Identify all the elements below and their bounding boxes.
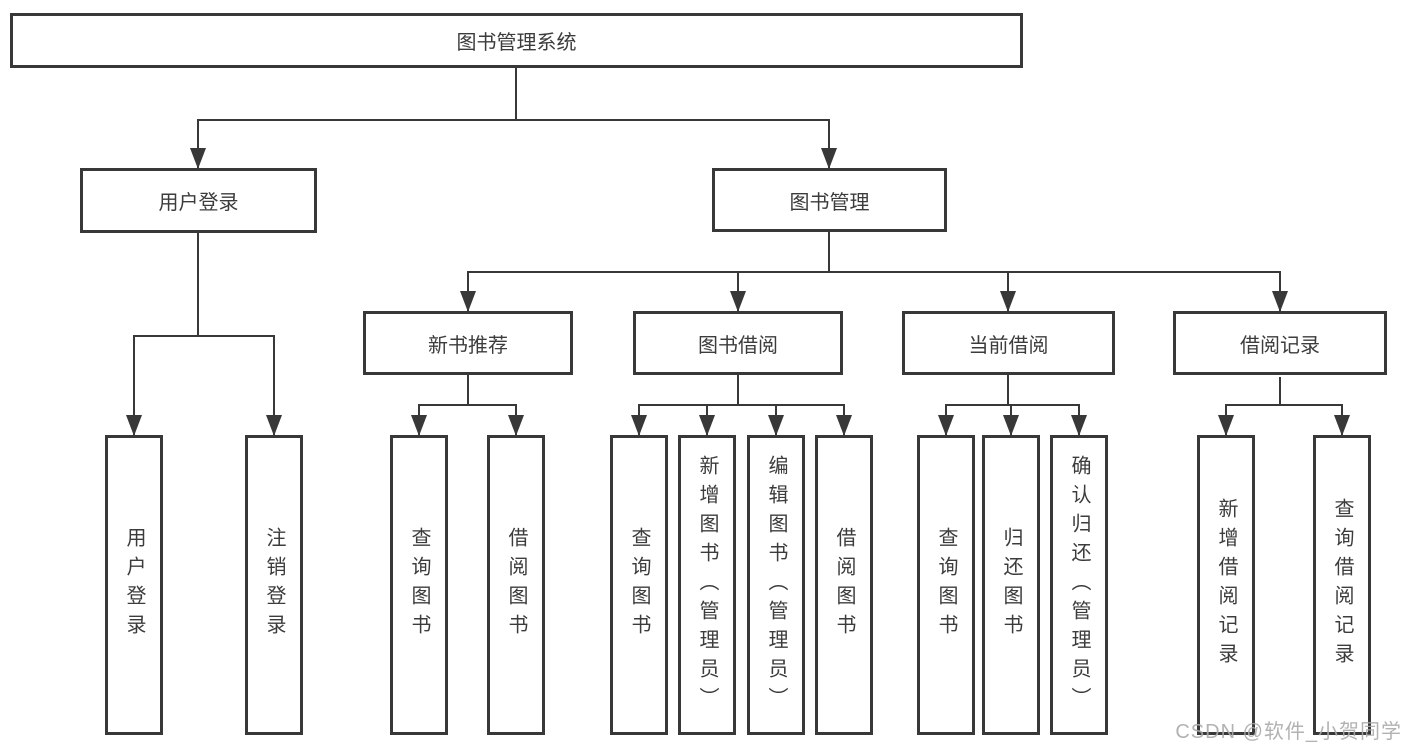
- leaf-query-book-current: 查询图书: [917, 435, 975, 735]
- connector-line: [1279, 377, 1281, 406]
- arrowhead-icon: [266, 415, 282, 436]
- leaf-borrow-book: 借阅图书: [815, 435, 873, 735]
- node-user-login: 用户登录: [80, 168, 317, 233]
- connector-line: [273, 335, 275, 435]
- node-label: 用户登录: [158, 192, 239, 214]
- node-borrow-records: 借阅记录: [1173, 311, 1387, 375]
- leaf-confirm-return-admin: 确认归还（管理员）: [1050, 435, 1108, 735]
- node-book-management: 图书管理: [712, 168, 947, 232]
- node-label: 查询图书: [935, 527, 957, 643]
- connector-line: [418, 404, 517, 406]
- node-label: 用户登录: [123, 527, 145, 643]
- node-label: 图书借阅: [698, 334, 778, 357]
- node-label: 图书管理系统: [456, 32, 577, 54]
- connector-line: [1007, 375, 1009, 406]
- connector-line: [197, 119, 830, 121]
- connector-line: [1225, 404, 1343, 406]
- node-root-library-system: 图书管理系统: [10, 13, 1023, 68]
- connector-line: [828, 232, 830, 272]
- node-current-borrow: 当前借阅: [902, 311, 1115, 375]
- arrowhead-icon: [1272, 291, 1288, 312]
- arrowhead-icon: [1334, 415, 1350, 436]
- leaf-add-borrow-record: 新增借阅记录: [1197, 435, 1255, 735]
- leaf-logout: 注销登录: [245, 435, 303, 735]
- node-label: 注销登录: [263, 527, 285, 643]
- connector-line: [638, 404, 845, 406]
- node-label: 当前借阅: [968, 334, 1049, 357]
- arrowhead-icon: [699, 415, 715, 436]
- arrowhead-icon: [1071, 415, 1087, 436]
- node-label: 编辑图书（管理员）: [765, 454, 787, 716]
- connector-line: [197, 233, 199, 336]
- leaf-query-borrow-record: 查询借阅记录: [1313, 435, 1371, 735]
- arrowhead-icon: [126, 415, 142, 436]
- connector-line: [133, 335, 135, 435]
- csdn-watermark: CSDN @软件_小贺同学: [1175, 721, 1402, 743]
- node-new-book-recommend: 新书推荐: [363, 311, 573, 375]
- arrowhead-icon: [631, 415, 647, 436]
- arrowhead-icon: [836, 415, 852, 436]
- connector-line: [133, 335, 275, 337]
- arrowhead-icon: [730, 291, 746, 312]
- connector-line: [515, 68, 517, 120]
- leaf-user-login: 用户登录: [105, 435, 163, 735]
- arrowhead-icon: [1003, 415, 1019, 436]
- arrowhead-icon: [768, 415, 784, 436]
- connector-line: [945, 404, 1080, 406]
- node-label: 新增图书（管理员）: [696, 454, 718, 716]
- node-label: 确认归还（管理员）: [1068, 454, 1090, 716]
- connector-line: [467, 375, 469, 406]
- node-label: 查询图书: [408, 527, 430, 643]
- arrowhead-icon: [411, 415, 427, 436]
- node-book-borrow: 图书借阅: [633, 311, 843, 375]
- leaf-add-book-admin: 新增图书（管理员）: [678, 435, 736, 735]
- node-label: 借阅图书: [833, 527, 855, 643]
- node-label: 新增借阅记录: [1215, 498, 1237, 672]
- arrowhead-icon: [1218, 415, 1234, 436]
- leaf-return-book: 归还图书: [982, 435, 1040, 735]
- node-label: 查询借阅记录: [1331, 498, 1353, 672]
- node-label: 借阅记录: [1240, 334, 1320, 357]
- arrowhead-icon: [938, 415, 954, 436]
- node-label: 归还图书: [1000, 527, 1022, 643]
- arrowhead-icon: [508, 415, 524, 436]
- connector-line: [467, 271, 1281, 273]
- node-label: 图书管理: [789, 191, 870, 214]
- arrowhead-icon: [460, 291, 476, 312]
- connector-line: [197, 119, 199, 168]
- arrowhead-icon: [821, 148, 837, 169]
- node-label: 借阅图书: [505, 527, 527, 643]
- leaf-query-book-recommend: 查询图书: [390, 435, 448, 735]
- connector-line: [828, 119, 830, 168]
- leaf-query-book-borrow: 查询图书: [610, 435, 668, 735]
- connector-line: [737, 375, 739, 406]
- arrowhead-icon: [190, 148, 206, 169]
- node-label: 新书推荐: [428, 334, 508, 357]
- leaf-borrow-book-recommend: 借阅图书: [487, 435, 545, 735]
- node-label: 查询图书: [628, 527, 650, 643]
- arrowhead-icon: [1000, 291, 1016, 312]
- leaf-edit-book-admin: 编辑图书（管理员）: [747, 435, 805, 735]
